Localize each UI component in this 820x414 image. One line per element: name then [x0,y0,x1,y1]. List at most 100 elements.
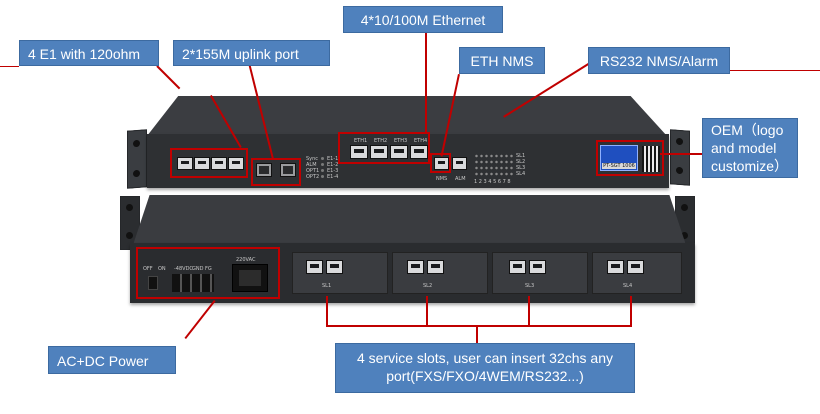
slot-led-label: SL4 [516,171,526,177]
mount-hole [126,232,133,239]
slot-port[interactable] [529,260,546,274]
callout-oem: OEM（logo and model customize） [702,118,798,178]
oem-line-1: OEM（logo [711,122,784,138]
status-led [321,163,324,166]
oem-highlight [596,140,664,176]
slot-port[interactable] [306,260,323,274]
e1-led-label: E1-1 [327,156,339,162]
dc-label: -48VDC [174,266,193,272]
slot-label: SL2 [423,283,433,289]
slot-port[interactable] [509,260,526,274]
slot-led-label: SL2 [516,159,526,165]
gnd-label: GND [192,266,204,272]
callout-rs232: RS232 NMS/Alarm [588,47,730,74]
fg-label: FG [205,266,212,272]
mount-hole [133,169,140,178]
slots-line-1: 4 service slots, user can insert 32chs a… [356,350,613,366]
slots-line-2: port(FXS/FXO/4WEM/RS232...) [386,368,584,384]
slot-led-label: SL3 [516,165,526,171]
mount-hole [676,166,683,175]
ethernet-port[interactable] [410,145,428,159]
status-label: ALM [306,162,317,168]
power-switch[interactable] [148,276,158,290]
ac-label: 220VAC [236,257,256,263]
slot-label: SL4 [623,283,633,289]
e1-highlight [170,148,248,178]
ethernet-port[interactable] [350,145,368,159]
ac-power-socket[interactable] [232,264,268,292]
nms-port[interactable] [434,157,449,170]
status-label: OPT1 [306,168,320,174]
nms-label: NMS [436,176,448,182]
e1-port[interactable] [194,157,210,170]
connector-line [184,300,216,340]
alm-label: ALM [455,176,466,182]
connector-line [426,296,428,326]
mount-hole [133,139,140,148]
rear-left-ear [120,196,140,250]
dc-terminal-block[interactable] [172,274,214,292]
connector-line [425,32,427,132]
oem-line-2: and model [711,140,777,156]
eth-label: ETH1 [354,138,368,144]
qr-code [642,146,660,172]
on-label: ON [158,266,166,272]
callout-uplink: 2*155M uplink port [173,40,330,66]
mount-hole [681,232,688,239]
alarm-port[interactable] [452,157,467,170]
connector-line [528,296,530,326]
e1-port[interactable] [177,157,193,170]
oem-logo-plate: PT-SGT 1006 [600,145,638,171]
eth-label: ETH4 [414,138,428,144]
connector-line [476,325,478,343]
sfp-port[interactable] [280,163,296,177]
slot-label: SL1 [322,283,332,289]
off-label: OFF [143,266,153,272]
mount-hole [126,204,133,211]
connector-line [156,65,181,90]
e1-led-label: E1-3 [327,168,339,174]
status-led [321,157,324,160]
slot-led-grid [474,153,514,177]
slot-port[interactable] [427,260,444,274]
front-left-ear [127,129,147,189]
callout-eth-nms: ETH NMS [459,47,545,74]
slot-led-label: SL1 [516,153,526,159]
mount-hole [676,137,683,146]
connector-line [326,296,328,326]
slot-port[interactable] [407,260,424,274]
status-led [321,169,324,172]
front-right-ear [670,129,690,186]
guide-line [0,66,19,67]
eth-label: ETH3 [394,138,408,144]
connector-line [660,153,702,155]
callout-ethernet: 4*10/100M Ethernet [343,6,503,33]
power-highlight [136,247,280,299]
slot-port[interactable] [607,260,624,274]
slot-led-numbers: 1 2 3 4 5 6 7 8 [474,179,511,185]
slot-port[interactable] [627,260,644,274]
eth-label: ETH2 [374,138,388,144]
connector-line [630,296,632,326]
slot-port[interactable] [326,260,343,274]
connector-line [326,325,632,327]
mount-hole [681,204,688,211]
e1-led-label: E1-4 [327,174,339,180]
callout-power: AC+DC Power [48,346,176,374]
sfp-port[interactable] [256,163,272,177]
ac-socket-inner [239,270,261,286]
guide-line [730,70,820,71]
e1-port[interactable] [211,157,227,170]
ethernet-port[interactable] [390,145,408,159]
slot-label: SL3 [525,283,535,289]
status-led [321,175,324,178]
front-chassis-top [147,96,667,136]
e1-port[interactable] [228,157,244,170]
callout-e1: 4 E1 with 120ohm [19,40,159,66]
oem-line-3: customize） [711,158,789,174]
rear-chassis-top [133,195,686,245]
ethernet-highlight [338,132,430,164]
ethernet-port[interactable] [370,145,388,159]
status-label: OPT2 [306,174,320,180]
e1-led-label: E1-2 [327,162,339,168]
